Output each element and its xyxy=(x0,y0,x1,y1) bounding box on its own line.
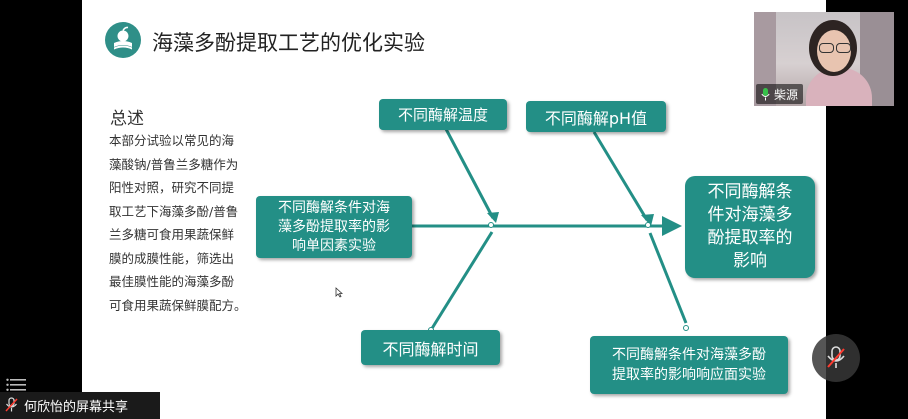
summary-line: 本部分试验以常见的海 xyxy=(109,133,235,148)
junction-dot xyxy=(488,222,494,228)
box-result: 不同酶解条 件对海藻多 酚提取率的 影响 xyxy=(685,176,815,278)
junction-dot xyxy=(683,325,689,331)
box-label-line: 不同酶解条 xyxy=(707,182,793,202)
share-list-icon[interactable] xyxy=(6,377,32,397)
glasses-icon xyxy=(819,43,834,53)
summary-line: 阳性对照，研究不同提 xyxy=(109,180,235,195)
box-label-line: 藻多酚提取率的影 xyxy=(278,218,390,235)
summary-heading: 总述 xyxy=(110,109,144,129)
mute-button[interactable] xyxy=(812,334,860,382)
book-logo-icon xyxy=(105,22,141,58)
box-label: 不同酶解pH值 xyxy=(544,108,648,128)
mic-muted-icon xyxy=(5,397,18,412)
summary-line: 可食用果蔬保鲜膜配方。 xyxy=(109,297,247,313)
summary-line: 藻酸钠/普鲁兰多糖作为 xyxy=(109,156,239,172)
box-label-line: 不同酶解条件对海藻多酚 xyxy=(612,347,766,363)
box-label-line: 酚提取率的 xyxy=(707,228,793,248)
cursor-icon xyxy=(335,287,343,298)
box-label: 不同酶解温度 xyxy=(397,106,488,124)
screen-share-bar[interactable]: 何欣怡的屏幕共享 xyxy=(0,392,160,419)
screen-share-label: 何欣怡的屏幕共享 xyxy=(24,400,129,415)
fishbone-lines xyxy=(412,128,688,331)
summary-text: 本部分试验以常见的海 藻酸钠/普鲁兰多糖作为 阳性对照，研究不同提 取工艺下海藻… xyxy=(109,129,257,317)
box-label-line: 影响 xyxy=(733,251,767,271)
box-enzyme-time: 不同酶解时间 xyxy=(361,330,500,365)
box-response-surface: 不同酶解条件对海藻多酚 提取率的影响响应面实验 xyxy=(590,336,788,394)
shared-slide: 海藻多酚提取工艺的优化实验 总述 本部分试验以常见的海 藻酸钠/普鲁兰多糖作为 … xyxy=(82,0,826,419)
summary-line: 取工艺下海藻多酚/普鲁 xyxy=(109,203,239,219)
box-enzyme-ph: 不同酶解pH值 xyxy=(526,101,666,132)
participant-name: 柴源 xyxy=(774,87,799,102)
mic-icon xyxy=(761,87,770,100)
box-enzyme-temperature: 不同酶解温度 xyxy=(379,99,507,130)
slide-title: 海藻多酚提取工艺的优化实验 xyxy=(152,31,425,55)
participant-name-tag: 柴源 xyxy=(756,84,804,104)
box-single-factor: 不同酶解条件对海 藻多酚提取率的影 响单因素实验 xyxy=(256,196,412,258)
glasses-icon xyxy=(836,43,851,53)
junction-dot xyxy=(645,222,651,228)
box-label-line: 不同酶解条件对海 xyxy=(278,199,390,216)
mic-muted-icon xyxy=(827,346,845,368)
summary-line: 膜的成膜性能，筛选出 xyxy=(109,250,235,266)
participant-video[interactable]: 柴源 xyxy=(754,12,894,106)
box-label-line: 件对海藻多 xyxy=(707,205,793,225)
box-label-line: 提取率的影响响应面实验 xyxy=(612,367,766,383)
video-background-shape xyxy=(754,12,776,106)
summary-line: 兰多糖可食用果蔬保鲜 xyxy=(109,227,235,242)
box-label: 不同酶解时间 xyxy=(382,339,479,359)
box-label-line: 响单因素实验 xyxy=(292,237,376,254)
summary-line: 最佳膜性能的海藻多酚 xyxy=(109,274,235,289)
